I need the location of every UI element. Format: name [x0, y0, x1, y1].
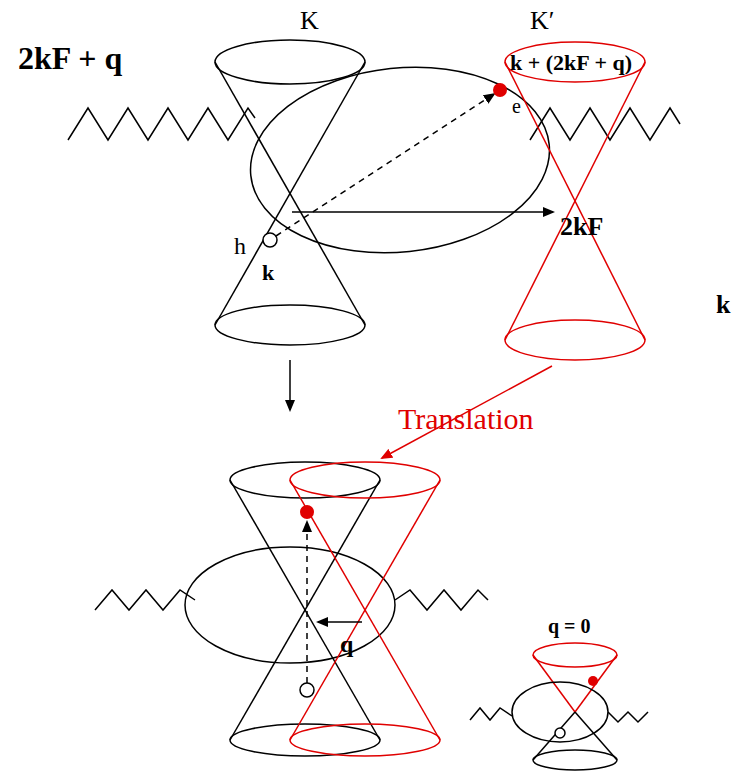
- translation-label: Translation: [398, 404, 534, 434]
- valley-label: K′: [530, 8, 554, 34]
- momentum-label: k: [262, 262, 274, 284]
- momentum-label: q: [340, 632, 353, 656]
- valley-label: K: [300, 8, 319, 34]
- electron-label: e: [512, 96, 521, 116]
- momentum-label: k + (2kF + q): [510, 52, 632, 74]
- momentum-label: k: [716, 292, 730, 318]
- momentum-label: q = 0: [548, 616, 591, 636]
- momentum-label: 2kF: [560, 214, 603, 240]
- hole-label: h: [234, 234, 246, 258]
- momentum-label: 2kF + q: [18, 42, 122, 74]
